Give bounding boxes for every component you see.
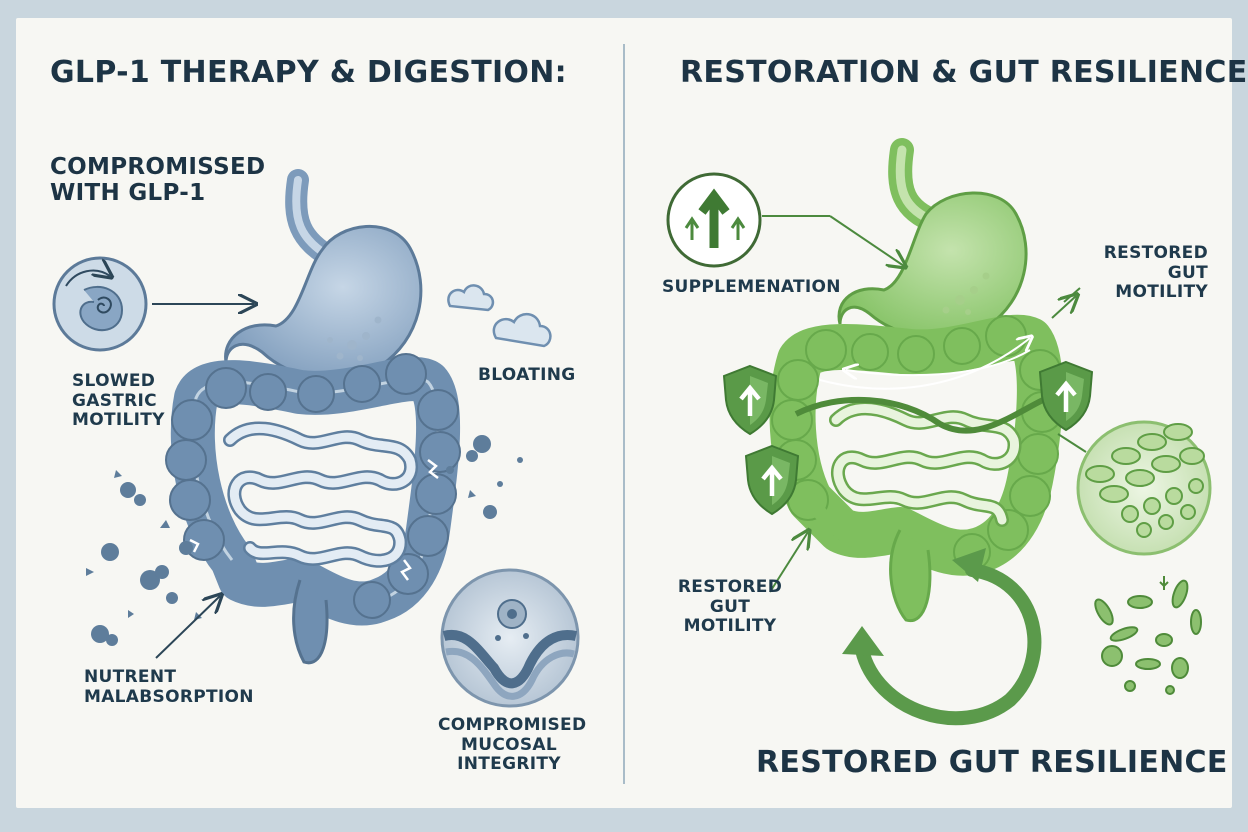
subtitle-line-2: WITH GLP-1 — [50, 180, 206, 207]
restored-bottom-line-2: GUT MOTILITY — [683, 596, 777, 637]
nutrient-line-2: MALABSORPTION — [84, 686, 254, 707]
mucosal-line-1: COMPROMISED — [438, 715, 587, 735]
slowed-gastric-icon — [52, 256, 148, 352]
right-stomach — [837, 191, 1028, 339]
slowed-line-1: SLOWED — [72, 371, 156, 391]
label-restored-gut-motility-top: RESTORED GUT MOTILITY — [1084, 243, 1208, 303]
supplementation-icon — [666, 172, 762, 268]
restored-bottom-line-1: RESTORED — [677, 577, 783, 597]
resilience-cycle-arrow — [842, 548, 1042, 726]
left-panel-title: GLP-1 THERAPY & DIGESTION: — [50, 55, 567, 90]
restored-top-line-1: RESTORED — [1103, 243, 1208, 263]
nutrient-line-1: NUTRENT — [84, 667, 177, 687]
left-panel-subtitle: COMPROMISSED WITH GLP-1 — [50, 154, 265, 207]
healthy-mucosa-icon — [1076, 420, 1212, 556]
label-compromised-mucosal-integrity: COMPROMISED MUCOSAL INTEGRITY — [438, 715, 587, 775]
label-slowed-gastric-motility: SLOWED GASTRIC MOTILITY — [72, 371, 165, 431]
mucosal-line-2: MUCOSAL — [461, 734, 557, 755]
slowed-line-2: GASTRIC — [72, 390, 157, 411]
left-digestive-system — [165, 169, 461, 665]
restored-top-line-2: GUT MOTILITY — [1115, 262, 1208, 303]
shield-icons — [722, 360, 1094, 516]
left-stomach — [224, 225, 423, 381]
bloating-clouds — [447, 284, 552, 348]
label-bloating: BLOATING — [478, 365, 576, 385]
mucosal-line-3: INTEGRITY — [457, 754, 561, 775]
mucosal-integrity-icon — [440, 568, 580, 708]
label-restored-gut-motility-bottom: RESTORED GUT MOTILITY — [668, 577, 792, 637]
right-digestive-system — [769, 138, 1063, 623]
label-nutrient-malabsorption: NUTRENT MALABSORPTION — [84, 667, 254, 707]
label-supplementation: SUPPLEMENATION — [662, 277, 841, 297]
right-panel-title: RESTORATION & GUT RESILIENCE — [680, 55, 1248, 90]
microbiome-icons — [1094, 576, 1202, 695]
label-restored-gut-resilience: RESTORED GUT RESILIENCE — [756, 745, 1228, 780]
slowed-line-3: MOTILITY — [72, 410, 165, 431]
left-scattered-particles — [86, 435, 523, 646]
subtitle-line-1: COMPROMISSED — [50, 154, 266, 180]
